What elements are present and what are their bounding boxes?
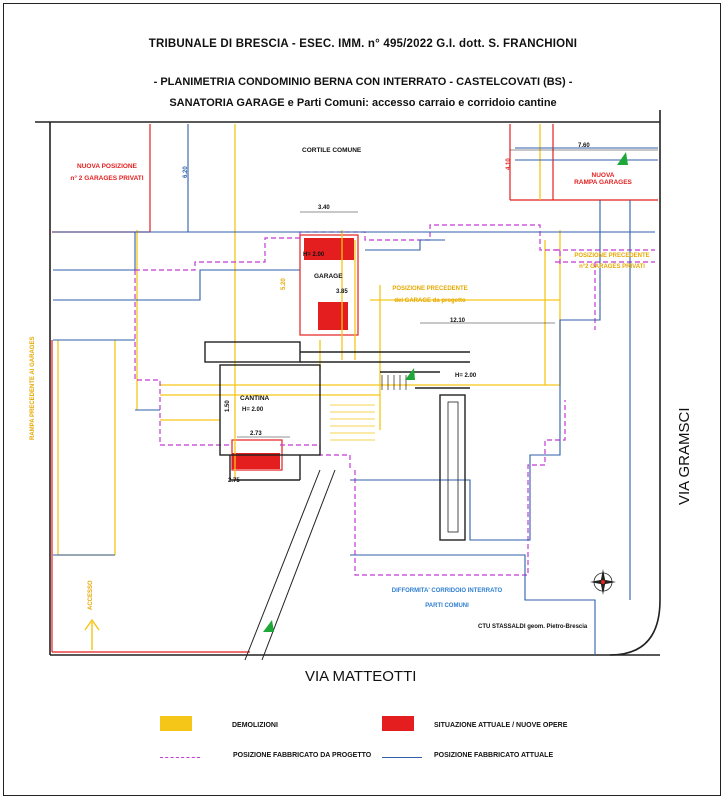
dim-760: 7.60 [578,143,590,149]
dim-1210: 12.10 [450,318,466,324]
label-cortile: CORTILE COMUNE [302,147,362,154]
dimension-lines [237,149,658,438]
entrance-direction-icon [263,620,274,632]
label-difformita-1: DIFFORMITA' CORRIDOIO INTERRATO [391,588,503,594]
label-cantina: CANTINA [240,395,270,402]
corridor-structure [204,341,470,541]
label-via-gramsci: VIA GRAMSCI [676,407,693,505]
entrance-ramp [244,469,336,661]
label-nuova-rampa: NUOVA RAMPA GARAGES [568,172,638,186]
dim-273: 2.73 [250,431,262,437]
legend-swatch-demolizioni [160,716,192,731]
label-garage-h: H= 2.00 [303,252,325,258]
cantina-new-area [232,453,280,469]
legend-situazione: SITUAZIONE ATTUALE / NUOVE OPERE [434,722,568,729]
label-nuova-rampa-2: RAMPA GARAGES [574,179,632,186]
drawing-frame [3,3,721,796]
label-pos-prec-garage-2: del GARAGE da progetto [394,298,466,304]
legend-line-attuale [382,757,422,758]
dim-620: 6.20 [183,166,189,178]
stair-steps [381,375,407,390]
label-difformita: DIFFORMITA' CORRIDOIO INTERRATO PARTI CO… [382,588,512,609]
ramp-direction-icon [617,152,628,165]
demolition-hatch [330,404,375,441]
dim-385: 3.85 [336,289,348,295]
label-ctu: CTU STASSALDI geom. Pietro-Brescia [478,624,588,630]
title-planimetria: - PLANIMETRIA CONDOMINIO BERNA CON INTER… [153,76,573,88]
label-via-matteotti: VIA MATTEOTTI [305,668,417,685]
demolition-lines [57,124,561,556]
dim-410: 4.10 [506,158,512,170]
project-position-lines [134,224,655,576]
label-posizione-precedente: POSIZIONE PRECEDENTE n°2 GARAGES PRIVATI [566,253,658,270]
garage-new-area-2 [318,302,348,330]
up-arrow-icon [84,618,100,650]
legend-swatch-situazione [382,716,414,731]
label-posizione-precedente-1: POSIZIONE PRECEDENTE [574,253,650,259]
site-boundary [35,110,661,656]
label-garage: GARAGE [314,273,343,280]
label-accesso: ACCESSO [88,580,94,610]
legend-demolizioni: DEMOLIZIONI [232,722,278,729]
label-stair-h: H= 2.00 [455,373,477,379]
label-cantina-h: H= 2.00 [242,407,264,413]
dim-520: 5.20 [281,278,287,290]
label-nuova-posizione-2: n° 2 GARAGES PRIVATI [70,175,144,182]
title-tribunale: TRIBUNALE DI BRESCIA - ESEC. IMM. n° 495… [148,38,578,50]
dim-275: 2.75 [228,478,240,484]
dim-150: 1.50 [225,400,231,412]
label-nuova-rampa-1: NUOVA [591,172,615,179]
label-posizione-precedente-2: n°2 GARAGES PRIVATI [579,264,645,270]
dim-340: 3.40 [318,205,330,211]
label-rampa-precedente: RAMPA PRECEDENTE AI GARAGES [30,336,36,440]
current-building-lines [53,124,658,655]
stair-direction-icon [405,368,415,380]
label-pos-prec-garage: POSIZIONE PRECEDENTE del GARAGE da proge… [375,286,485,304]
label-nuova-posizione-1: NUOVA POSIZIONE [77,163,137,170]
current-situation-lines [51,124,658,653]
label-pos-prec-garage-1: POSIZIONE PRECEDENTE [392,286,468,292]
north-arrow-icon [590,569,616,595]
legend-line-progetto [160,757,200,758]
label-difformita-2: PARTI COMUNI [425,603,469,609]
label-nuova-posizione: NUOVA POSIZIONE n° 2 GARAGES PRIVATI [62,163,152,182]
legend-fabbricato-progetto: POSIZIONE FABBRICATO DA PROGETTO [233,752,372,759]
legend-fabbricato-attuale: POSIZIONE FABBRICATO ATTUALE [434,752,554,759]
title-sanatoria: SANATORIA GARAGE e Parti Comuni: accesso… [169,97,557,109]
